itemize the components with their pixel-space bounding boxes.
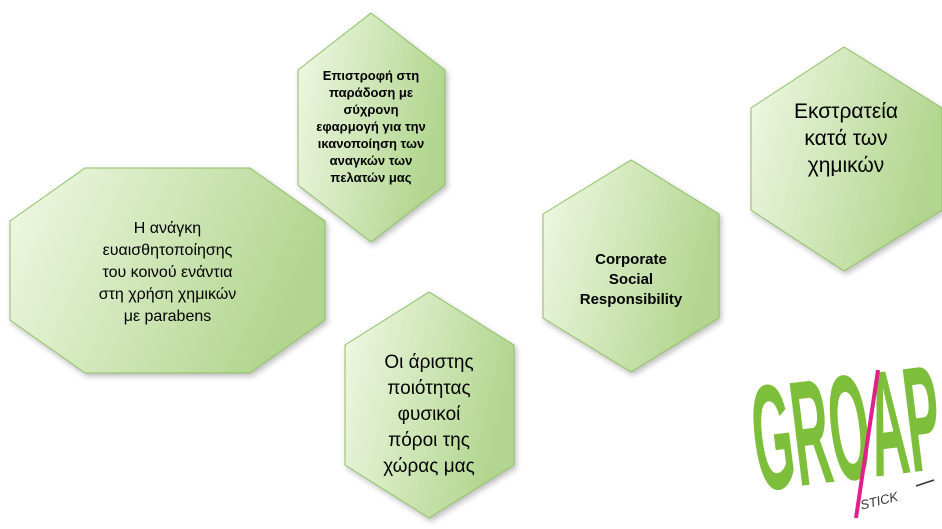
groap-logo: GROAP STICK	[744, 332, 942, 525]
hexagon-tradition-text: Επιστροφή στη παράδοση με σύχρονη εφαρμο…	[316, 67, 426, 185]
hexagon-resources	[344, 291, 515, 519]
hexagon-resources-text: Οι άριστης ποιότητας φυσικοί πόροι της χ…	[383, 352, 475, 477]
svg-text:GROAP: GROAP	[744, 333, 942, 523]
logo-tagline-dash	[915, 479, 935, 487]
groap-wordmark: GROAP	[744, 332, 942, 525]
hexagon-csr	[542, 159, 720, 373]
hexagon-campaign-text: Εκστρατεία κατά των χημικών	[793, 99, 899, 177]
hexagon-awareness	[9, 167, 326, 374]
hexagon-tradition	[297, 12, 446, 243]
logo-swash	[854, 369, 880, 519]
hexagon-csr-text: Corporate Social Responsibility	[579, 251, 683, 308]
hexagon-campaign	[750, 46, 942, 272]
hexagon-awareness-text: Η ανάγκη ευαισθητοποίησης του κοινού ενά…	[98, 219, 237, 325]
